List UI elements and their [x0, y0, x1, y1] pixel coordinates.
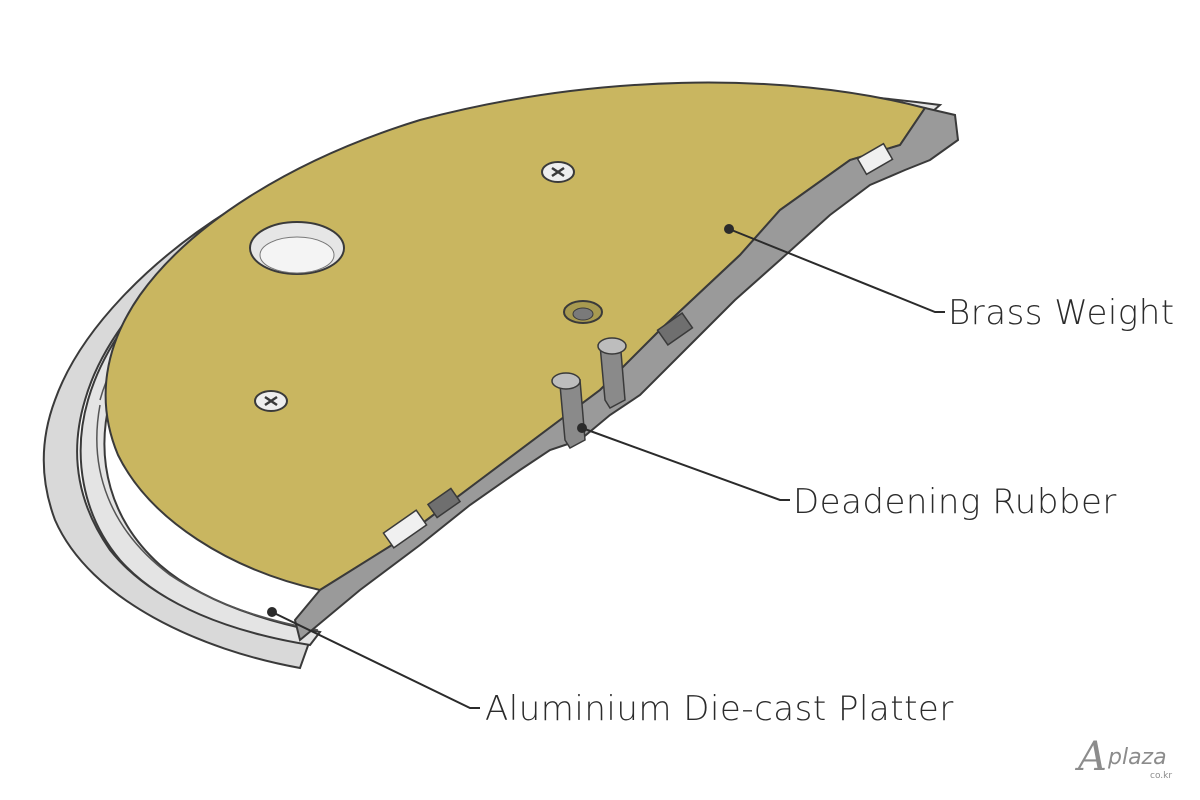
avplaza-logo: A plaza co.kr	[1074, 734, 1172, 781]
mount-hole-inner	[572, 307, 594, 321]
post-hole	[597, 337, 627, 355]
leader-line-platter	[271, 611, 480, 709]
label-aluminium-platter: Aluminium Die-cast Platter	[485, 689, 954, 729]
deadening-rubber-section	[293, 106, 960, 642]
logo-initial: A	[1074, 734, 1107, 780]
brass-weight	[104, 81, 927, 592]
screw-icon	[254, 390, 288, 412]
profile-recess	[856, 142, 894, 176]
leader-line-rubber	[581, 427, 790, 501]
label-deadening-rubber: Deadening Rubber	[793, 482, 1117, 522]
post-hole	[551, 372, 581, 390]
logo-name: plaza	[1107, 745, 1167, 770]
profile-recess	[426, 487, 462, 519]
logo-domain: co.kr	[1150, 771, 1172, 781]
profile-recess	[382, 509, 428, 549]
screw-icon	[541, 161, 575, 183]
platter-groove-lower	[96, 404, 319, 631]
leader-line-brass	[728, 228, 945, 313]
label-brass-weight: Brass Weight	[948, 293, 1175, 333]
profile-recess	[656, 311, 694, 347]
spindle-hole-inner	[259, 236, 335, 274]
